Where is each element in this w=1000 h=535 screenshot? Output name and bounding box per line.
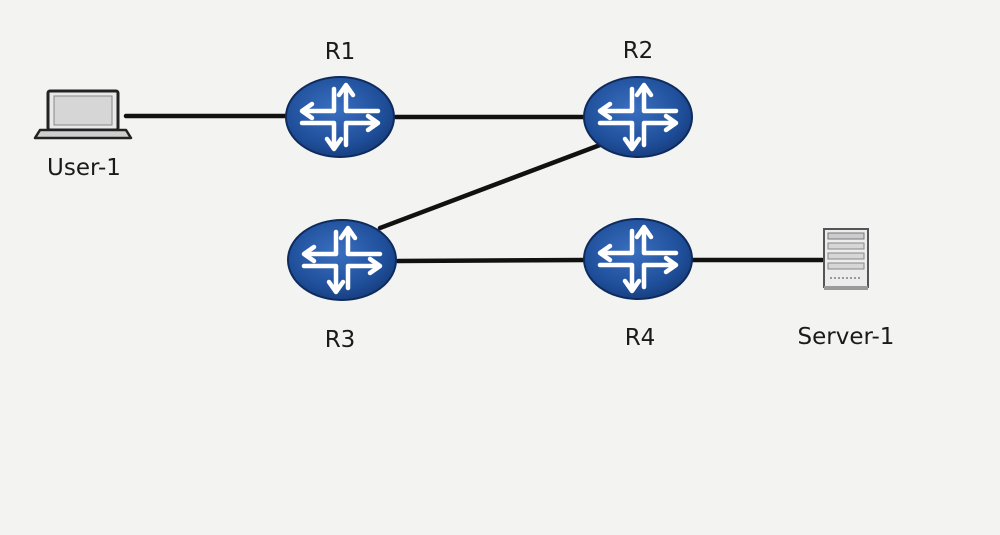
laptop-user1[interactable] bbox=[33, 89, 133, 140]
link-r3-r4 bbox=[395, 257, 589, 264]
router-icon bbox=[288, 220, 396, 300]
label-r1: R1 bbox=[325, 39, 356, 65]
router-r3[interactable] bbox=[288, 220, 396, 300]
router-r4[interactable] bbox=[584, 219, 692, 299]
label-user1: User-1 bbox=[47, 155, 121, 181]
router-icon bbox=[286, 77, 394, 157]
router-icon bbox=[584, 77, 692, 157]
router-r1[interactable] bbox=[286, 77, 394, 157]
label-r2: R2 bbox=[623, 38, 654, 64]
router-icon bbox=[584, 219, 692, 299]
laptop-icon bbox=[33, 89, 133, 140]
link-r2-r3 bbox=[377, 142, 603, 231]
server-icon bbox=[823, 228, 869, 290]
label-r3: R3 bbox=[325, 327, 356, 353]
router-r2[interactable] bbox=[584, 77, 692, 157]
label-server1: Server-1 bbox=[798, 324, 895, 350]
label-r4: R4 bbox=[625, 325, 656, 351]
server-server1[interactable] bbox=[823, 228, 869, 290]
